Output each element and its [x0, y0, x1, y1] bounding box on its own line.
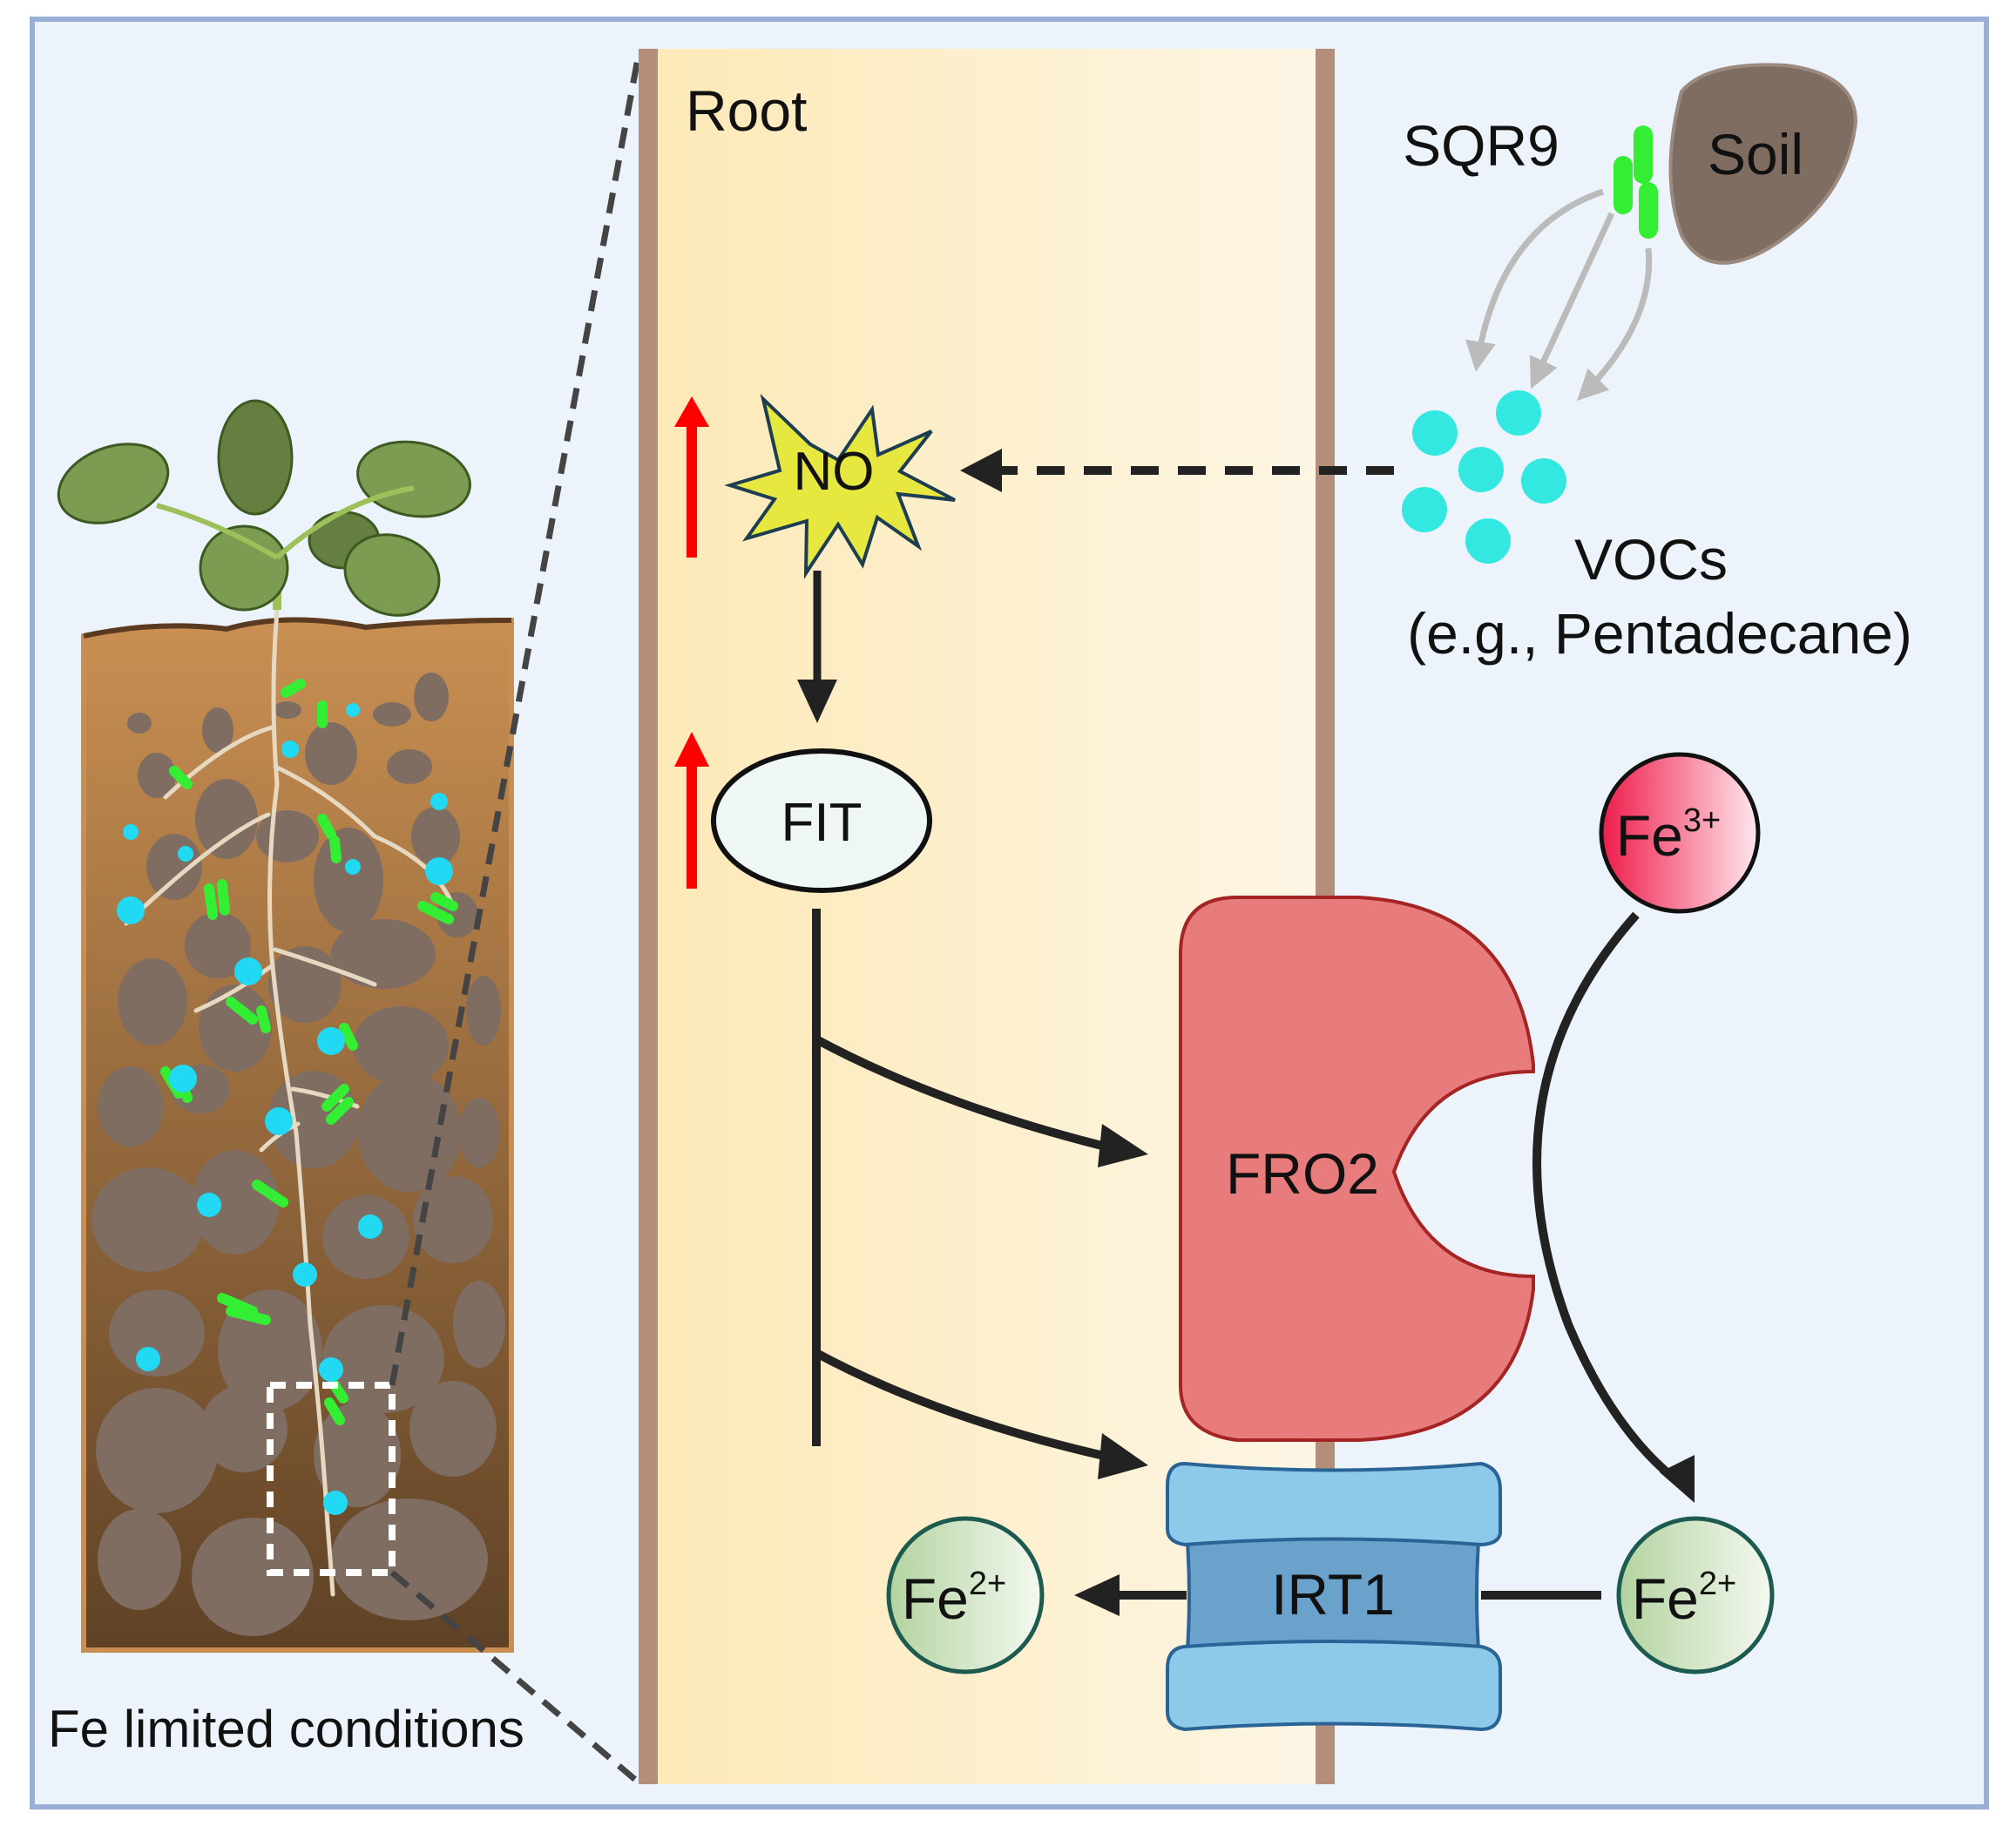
no-burst-icon — [724, 393, 956, 579]
irt1-transporter — [1166, 1461, 1502, 1732]
soil-surface — [83, 617, 512, 639]
fe2-outside-label: Fe2+ — [1632, 1566, 1736, 1631]
fit-to-fro2-arrowhead — [1098, 1124, 1148, 1167]
irt1-label: IRT1 — [1271, 1562, 1395, 1627]
fe2-outside-ion — [1616, 1516, 1775, 1674]
fit-to-irt1-arrow — [814, 1349, 1121, 1464]
plant-soil-illustration — [57, 399, 514, 1653]
vocs-label: VOCs — [1574, 527, 1728, 592]
sqr9-label: SQR9 — [1403, 113, 1559, 178]
voc-to-no-arrowhead — [960, 449, 1002, 492]
fro2-label: FRO2 — [1226, 1141, 1379, 1206]
root-label: Root — [686, 78, 807, 143]
fro2-protein — [1179, 896, 1535, 1442]
fe3-label: Fe3+ — [1616, 802, 1721, 868]
reduction-arrow — [1532, 911, 1681, 1485]
fe2-inside-label: Fe2+ — [902, 1566, 1006, 1631]
soil-label: Soil — [1708, 122, 1803, 186]
vocs-example-label: (e.g., Pentadecane) — [1407, 601, 1912, 666]
root-inner-wall — [639, 49, 658, 1784]
plant-shoot — [57, 399, 471, 617]
fe-limited-caption: Fe limited conditions — [48, 1700, 524, 1758]
sqr9-bacteria-icon — [1613, 125, 1658, 239]
fit-label: FIT — [781, 793, 863, 853]
no-to-fit-arrowhead — [797, 680, 837, 723]
reduction-arrowhead — [1660, 1455, 1695, 1503]
soil-voc-dots — [117, 703, 453, 1515]
fe3-ion — [1599, 752, 1761, 914]
no-label: NO — [794, 442, 875, 502]
voc-release-arrows — [1465, 188, 1653, 401]
upregulation-arrow-fit — [674, 732, 709, 889]
voc-molecules — [1402, 390, 1566, 564]
fit-to-irt1-arrowhead — [1098, 1433, 1148, 1479]
fe2-import-arrowhead — [1074, 1574, 1120, 1616]
fe2-inside-ion — [886, 1516, 1045, 1674]
soil-particle — [1668, 63, 1858, 265]
fit-to-fro2-arrow — [814, 1035, 1121, 1154]
zoom-region-box — [267, 1382, 396, 1576]
soil-bacteria — [160, 679, 458, 1425]
upregulation-arrow-no — [674, 396, 709, 558]
zoom-line-top — [389, 53, 642, 1386]
zoom-line-bottom — [389, 1570, 641, 1785]
fit-node — [711, 748, 932, 893]
